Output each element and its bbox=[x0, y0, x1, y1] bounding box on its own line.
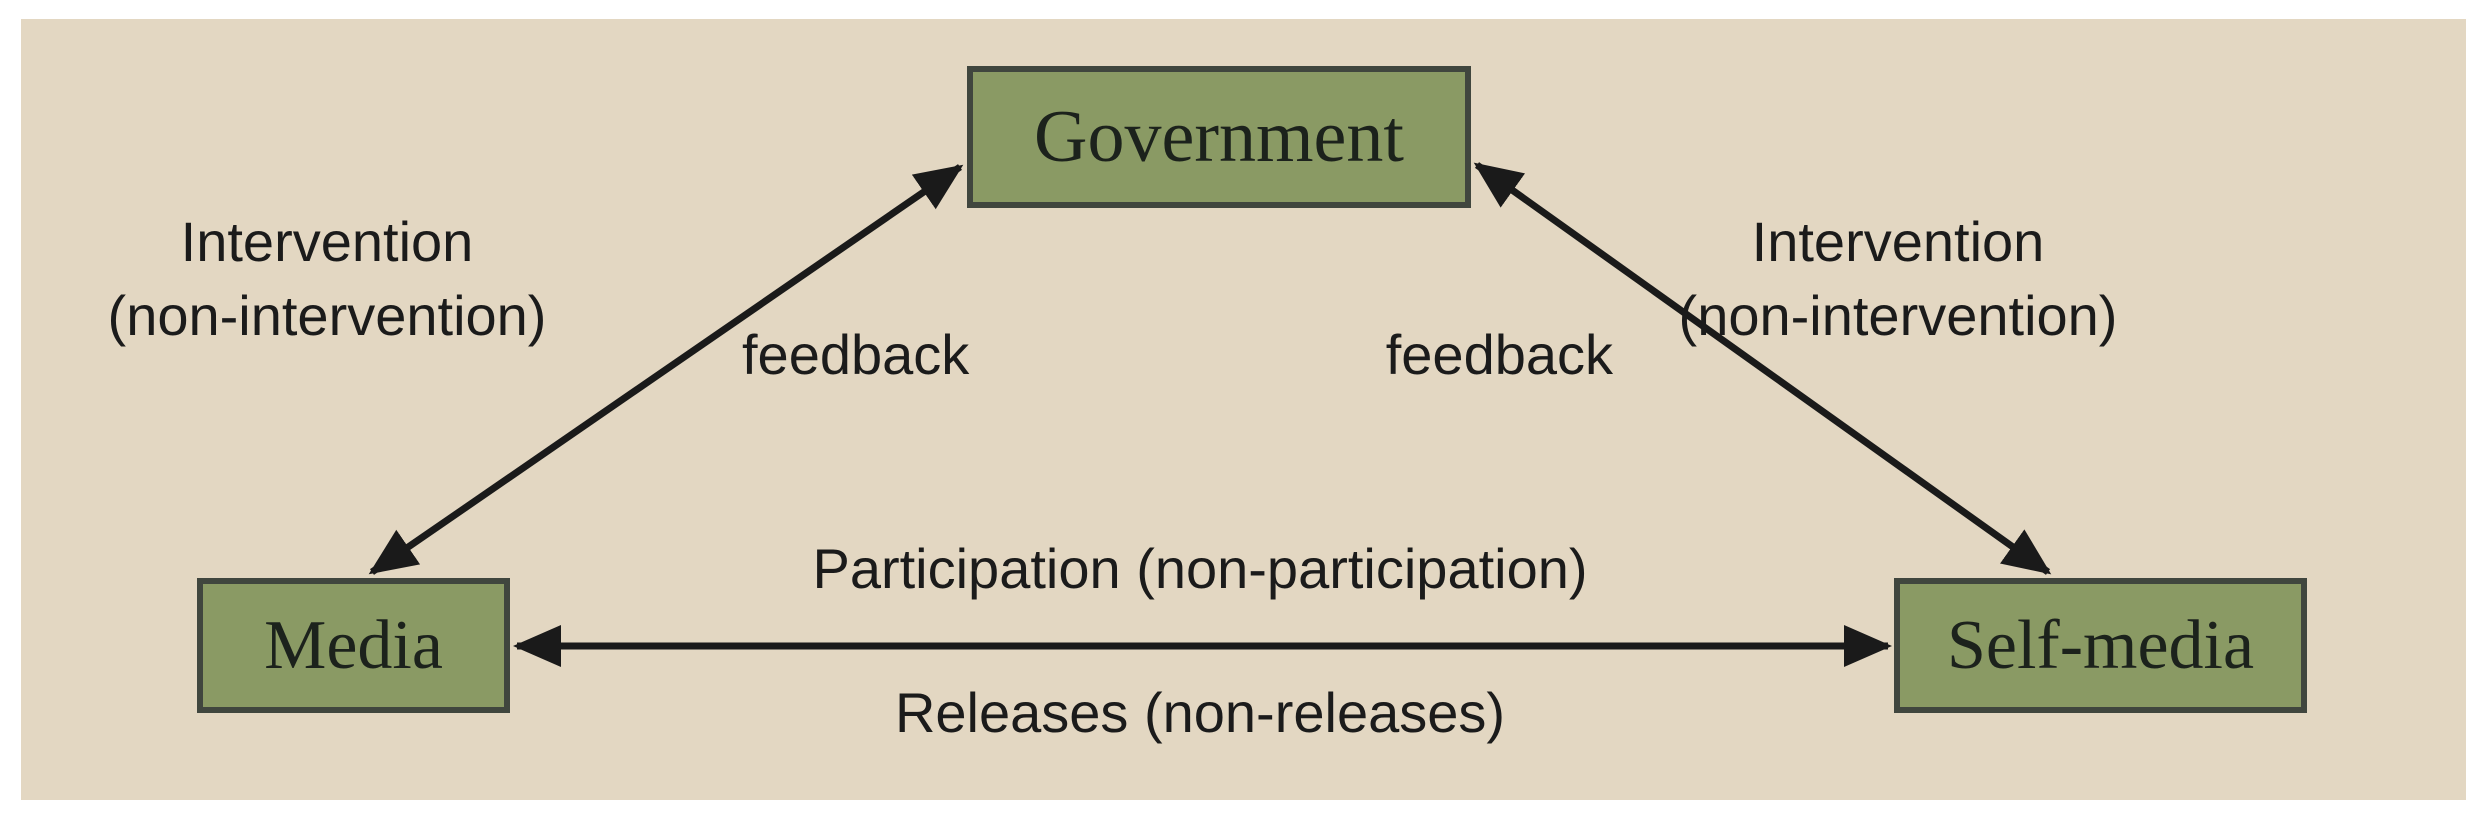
label-releases: Releases (non-releases) bbox=[894, 681, 1506, 744]
label-intervention-left-line1: Intervention bbox=[180, 210, 474, 273]
node-selfmedia: Self-media bbox=[1894, 578, 2307, 713]
label-participation: Participation (non-participation) bbox=[812, 537, 1588, 600]
node-media-label: Media bbox=[264, 606, 443, 684]
node-media: Media bbox=[197, 578, 510, 713]
label-feedback-right: feedback bbox=[1385, 323, 1613, 386]
node-selfmedia-label: Self-media bbox=[1946, 606, 2255, 684]
node-government: Government bbox=[967, 66, 1471, 208]
node-government-label: Government bbox=[1034, 95, 1404, 178]
label-intervention-right-line1: Intervention bbox=[1751, 210, 2045, 273]
label-feedback-left: feedback bbox=[742, 323, 970, 386]
label-intervention-left-line2: (non-intervention) bbox=[107, 283, 547, 347]
label-intervention-right-line2: (non-intervention) bbox=[1678, 283, 2118, 347]
label-intervention-left: Intervention (non-intervention) bbox=[107, 205, 547, 353]
label-intervention-right: Intervention (non-intervention) bbox=[1678, 205, 2118, 353]
